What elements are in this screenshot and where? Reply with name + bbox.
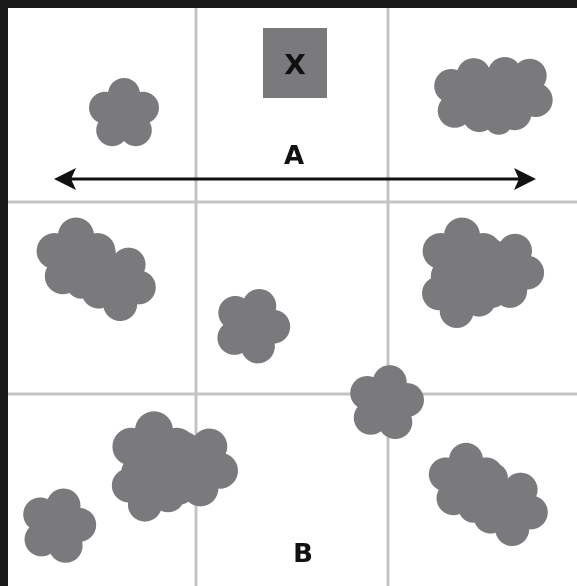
shape-clusters — [23, 57, 553, 563]
arrow-label: A — [284, 141, 304, 171]
flower-top-left-core — [106, 96, 143, 133]
bottom-label: B — [293, 539, 313, 569]
flower-bottom-left — [23, 489, 96, 563]
cluster-top-right-c-core — [478, 88, 510, 120]
cluster-mid-left-c-core — [79, 255, 114, 290]
flower-center — [217, 289, 290, 363]
flower-center-core — [232, 306, 271, 345]
flower-boundary-core — [366, 383, 405, 422]
flower-top-left — [89, 78, 159, 146]
cluster-mid-right-d-core — [467, 259, 502, 294]
flower-boundary — [350, 365, 424, 439]
cluster-bottom-right-c-core — [471, 479, 506, 514]
cluster-bottom-mid-d-core — [154, 452, 191, 489]
double-arrow — [54, 168, 536, 190]
square-marker-label: X — [284, 48, 306, 81]
flower-bottom-left-core — [38, 506, 77, 545]
square-marker: X — [263, 28, 327, 98]
